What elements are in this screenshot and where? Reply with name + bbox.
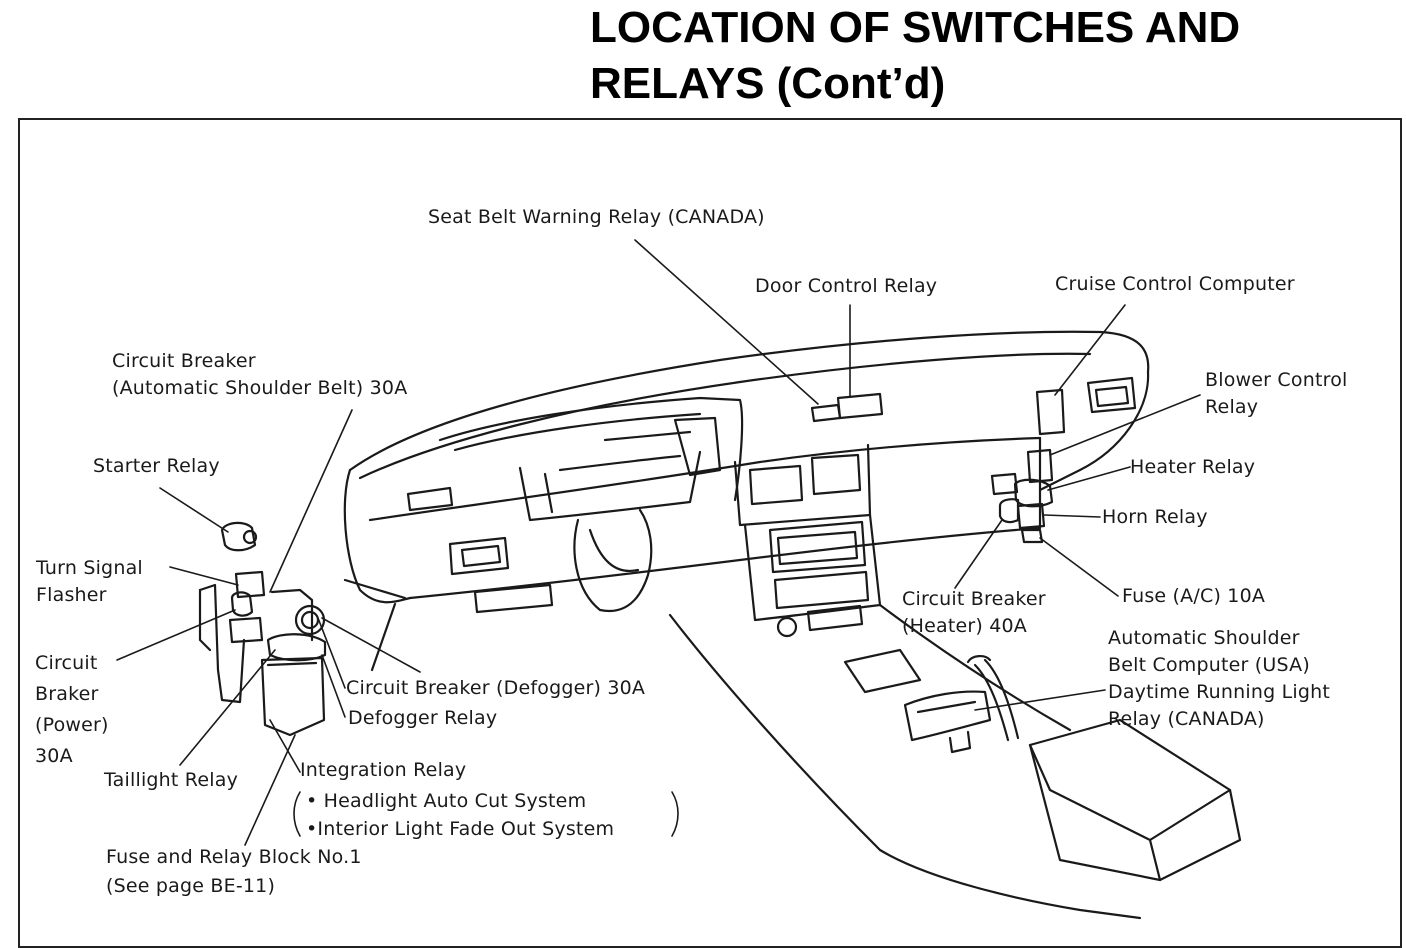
list-item: • Headlight Auto Cut System <box>306 790 587 812</box>
label-circuit-breaker-shoulder-belt: Circuit Breaker (Automatic Shoulder Belt… <box>112 348 407 402</box>
label-line: Relay <box>1205 396 1259 418</box>
label-fuse-relay-block: Fuse and Relay Block No.1 (See page BE-1… <box>106 843 362 901</box>
label-line: (Heater) 40A <box>902 615 1028 637</box>
label-line: Circuit Breaker <box>902 588 1046 610</box>
top-relays <box>810 392 884 423</box>
label-heater-relay: Heater Relay <box>1130 456 1256 478</box>
label-blower-control-relay: Blower Control Relay <box>1205 367 1348 421</box>
label-line: (Power) <box>35 714 109 736</box>
integration-relay-list: • Headlight Auto Cut System •Interior Li… <box>306 787 614 843</box>
left-vents <box>406 486 554 614</box>
label-line: Relay (CANADA) <box>1108 708 1265 730</box>
label-turn-signal-flasher: Turn Signal Flasher <box>36 555 143 609</box>
list-item: •Interior Light Fade Out System <box>306 818 615 840</box>
label-circuit-breaker-heater: Circuit Breaker (Heater) 40A <box>902 586 1046 640</box>
label-line: Circuit Breaker <box>112 350 256 372</box>
leader-lines <box>116 239 1201 846</box>
instrument-cluster <box>438 396 744 522</box>
label-circuit-breaker-power: Circuit Braker (Power) 30A <box>35 648 109 772</box>
page-title: LOCATION OF SWITCHES AND RELAYS (Cont’d) <box>590 0 1390 112</box>
label-seat-belt-warning-relay: Seat Belt Warning Relay (CANADA) <box>428 206 765 228</box>
label-integration-relay: Integration Relay <box>300 759 467 781</box>
label-taillight-relay: Taillight Relay <box>104 769 239 791</box>
label-line: Automatic Shoulder <box>1108 627 1300 649</box>
page-title-line-1: LOCATION OF SWITCHES AND <box>590 3 1241 52</box>
label-line: Flasher <box>36 584 107 606</box>
label-defogger-relay: Defogger Relay <box>348 707 498 729</box>
label-cruise-control-computer: Cruise Control Computer <box>1055 273 1295 295</box>
label-fuse-ac: Fuse (A/C) 10A <box>1122 585 1266 607</box>
steering-column <box>573 508 653 613</box>
dashboard-outline <box>343 330 1150 672</box>
label-circuit-breaker-defogger: Circuit Breaker (Defogger) 30A <box>346 677 646 699</box>
label-line: Circuit <box>35 652 98 674</box>
label-horn-relay: Horn Relay <box>1102 506 1208 528</box>
label-line: (See page BE-11) <box>106 875 276 897</box>
integration-bracket <box>293 791 679 837</box>
label-line: Fuse and Relay Block No.1 <box>106 846 362 868</box>
label-line: Belt Computer (USA) <box>1108 654 1310 676</box>
label-line: Daytime Running Light <box>1108 681 1330 703</box>
fuse-relay-block <box>198 521 327 737</box>
label-starter-relay: Starter Relay <box>93 455 220 477</box>
right-side-components <box>990 376 1137 544</box>
label-auto-shoulder-belt-computer: Automatic Shoulder Belt Computer (USA) D… <box>1108 625 1330 733</box>
center-stack <box>743 513 882 638</box>
label-door-control-relay: Door Control Relay <box>755 275 938 297</box>
label-line: Blower Control <box>1205 369 1348 391</box>
label-line: (Automatic Shoulder Belt) 30A <box>112 377 408 399</box>
label-line: Braker <box>35 683 99 705</box>
center-vents <box>733 443 872 527</box>
page-title-line-2: RELAYS (Cont’d) <box>590 59 946 108</box>
center-console <box>668 603 1242 920</box>
label-line: 30A <box>35 745 73 767</box>
label-line: Turn Signal <box>36 557 143 579</box>
